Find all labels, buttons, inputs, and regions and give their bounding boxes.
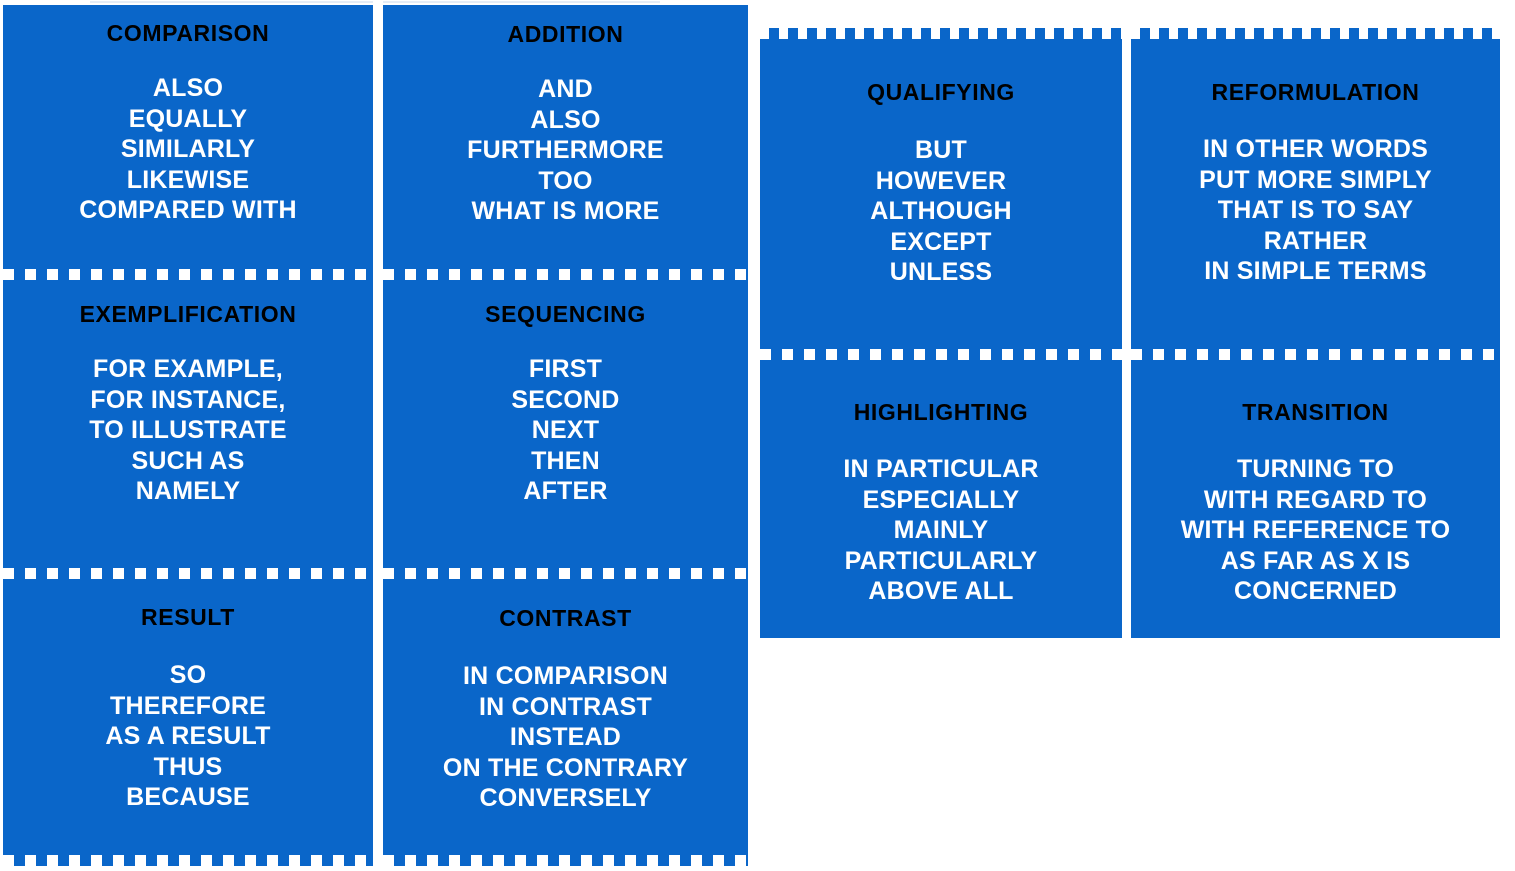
card-title: TRANSITION xyxy=(1242,399,1389,425)
card-items: IN COMPARISON IN CONTRAST INSTEAD ON THE… xyxy=(443,661,688,814)
gutter-left-right-blocks xyxy=(748,0,760,871)
card-transition[interactable]: TRANSITION TURNING TO WITH REGARD TO WIT… xyxy=(1131,360,1500,638)
card-item: ALTHOUGH xyxy=(870,197,1012,226)
card-item: IN CONTRAST xyxy=(478,692,652,721)
card-item: THUS xyxy=(153,752,223,781)
divider-dashed-qualifying-top xyxy=(760,28,1122,39)
card-items: FOR EXAMPLE, FOR INSTANCE, TO ILLUSTRATE… xyxy=(89,354,287,507)
card-item: NEXT xyxy=(531,416,600,445)
card-items: IN OTHER WORDS PUT MORE SIMPLY THAT IS T… xyxy=(1199,134,1432,287)
card-title: REFORMULATION xyxy=(1211,79,1420,105)
card-item: AS FAR AS X IS xyxy=(1220,546,1411,575)
card-item: UNLESS xyxy=(889,258,993,287)
card-item: MAINLY xyxy=(893,516,989,545)
card-item: IN COMPARISON xyxy=(463,662,668,691)
card-item: FOR EXAMPLE, xyxy=(93,355,283,384)
card-comparison[interactable]: COMPARISON ALSO EQUALLY SIMILARLY LIKEWI… xyxy=(3,5,373,269)
card-item: PARTICULARLY xyxy=(844,546,1038,575)
card-item: CONVERSELY xyxy=(479,784,652,813)
card-item: THEREFORE xyxy=(110,691,266,720)
card-addition[interactable]: ADDITION AND ALSO FURTHERMORE TOO WHAT I… xyxy=(383,5,748,269)
card-item: WITH REFERENCE TO xyxy=(1180,516,1451,545)
card-item: AND xyxy=(538,75,593,104)
divider-dashed-sequencing-contrast xyxy=(383,568,748,579)
card-item: ESPECIALLY xyxy=(862,485,1020,514)
card-item: SIMILARLY xyxy=(120,135,256,164)
card-item: SECOND xyxy=(511,385,620,414)
card-item: ABOVE ALL xyxy=(868,577,1014,606)
card-qualifying[interactable]: QUALIFYING BUT HOWEVER ALTHOUGH EXCEPT U… xyxy=(760,39,1122,349)
card-item: FOR INSTANCE, xyxy=(90,385,286,414)
divider-dashed-result-bottom xyxy=(3,855,373,866)
card-item: IN OTHER WORDS xyxy=(1202,135,1428,164)
card-item: ALSO xyxy=(530,105,601,134)
card-item: ON THE CONTRARY xyxy=(442,753,689,782)
card-item: TO ILLUSTRATE xyxy=(89,416,287,445)
card-sequencing[interactable]: SEQUENCING FIRST SECOND NEXT THEN AFTER xyxy=(383,280,748,568)
card-items: BUT HOWEVER ALTHOUGH EXCEPT UNLESS xyxy=(870,135,1011,288)
card-item: FIRST xyxy=(528,355,603,384)
card-highlighting[interactable]: HIGHLIGHTING IN PARTICULAR ESPECIALLY MA… xyxy=(760,360,1122,638)
card-title: RESULT xyxy=(141,604,235,630)
card-item: BUT xyxy=(915,136,967,165)
divider-dashed-reformulation-transition xyxy=(1131,349,1500,360)
card-item: NAMELY xyxy=(135,477,241,506)
card-title: QUALIFYING xyxy=(867,79,1015,105)
card-item: THEN xyxy=(531,446,600,475)
card-item: IN PARTICULAR xyxy=(843,455,1039,484)
card-item: ALSO xyxy=(152,74,224,103)
gutter-right-columns xyxy=(1122,0,1131,871)
divider-dashed-contrast-bottom xyxy=(383,855,748,866)
card-item: SUCH AS xyxy=(131,446,245,475)
card-items: IN PARTICULAR ESPECIALLY MAINLY PARTICUL… xyxy=(843,454,1038,607)
card-item: WITH REGARD TO xyxy=(1203,485,1428,514)
card-items: TURNING TO WITH REGARD TO WITH REFERENCE… xyxy=(1181,454,1451,607)
card-item: WHAT IS MORE xyxy=(471,197,660,226)
card-items: ALSO EQUALLY SIMILARLY LIKEWISE COMPARED… xyxy=(79,73,296,226)
card-item: BECAUSE xyxy=(126,783,250,812)
card-title: ADDITION xyxy=(507,21,624,47)
card-contrast[interactable]: CONTRAST IN COMPARISON IN CONTRAST INSTE… xyxy=(383,579,748,855)
card-item: EXCEPT xyxy=(890,227,992,256)
card-exemplification[interactable]: EXEMPLIFICATION FOR EXAMPLE, FOR INSTANC… xyxy=(3,280,373,568)
card-items: FIRST SECOND NEXT THEN AFTER xyxy=(511,354,619,507)
card-title: HIGHLIGHTING xyxy=(853,399,1029,425)
divider-dashed-qualifying-highlighting xyxy=(760,349,1122,360)
card-title: SEQUENCING xyxy=(485,301,646,327)
card-item: SO xyxy=(169,661,207,690)
card-item: EQUALLY xyxy=(128,104,248,133)
card-title: EXEMPLIFICATION xyxy=(79,301,297,327)
divider-dashed-reformulation-top xyxy=(1131,28,1500,39)
card-item: CONCERNED xyxy=(1234,577,1397,606)
card-title: COMPARISON xyxy=(106,20,270,46)
card-item: AS A RESULT xyxy=(105,722,271,751)
card-items: SO THEREFORE AS A RESULT THUS BECAUSE xyxy=(105,660,270,813)
card-item: TOO xyxy=(538,166,593,195)
card-item: AFTER xyxy=(523,477,608,506)
card-item: COMPARED WITH xyxy=(79,196,297,225)
card-item: TURNING TO xyxy=(1236,455,1395,484)
card-item: LIKEWISE xyxy=(126,165,250,194)
card-item: RATHER xyxy=(1263,226,1368,255)
card-item: HOWEVER xyxy=(875,166,1007,195)
gutter-left-columns xyxy=(373,0,383,871)
card-result[interactable]: RESULT SO THEREFORE AS A RESULT THUS BEC… xyxy=(3,579,373,855)
divider-dashed-addition-sequencing xyxy=(383,269,748,280)
card-item: PUT MORE SIMPLY xyxy=(1199,165,1432,194)
card-item: FURTHERMORE xyxy=(467,136,664,165)
card-reformulation[interactable]: REFORMULATION IN OTHER WORDS PUT MORE SI… xyxy=(1131,39,1500,349)
card-item: INSTEAD xyxy=(509,723,622,752)
divider-dashed-exemplification-result xyxy=(3,568,373,579)
card-item: IN SIMPLE TERMS xyxy=(1204,257,1427,286)
card-items: AND ALSO FURTHERMORE TOO WHAT IS MORE xyxy=(467,74,664,227)
card-title: CONTRAST xyxy=(499,605,632,631)
card-item: THAT IS TO SAY xyxy=(1217,196,1414,225)
divider-dashed-comparison-exemplification xyxy=(3,269,373,280)
